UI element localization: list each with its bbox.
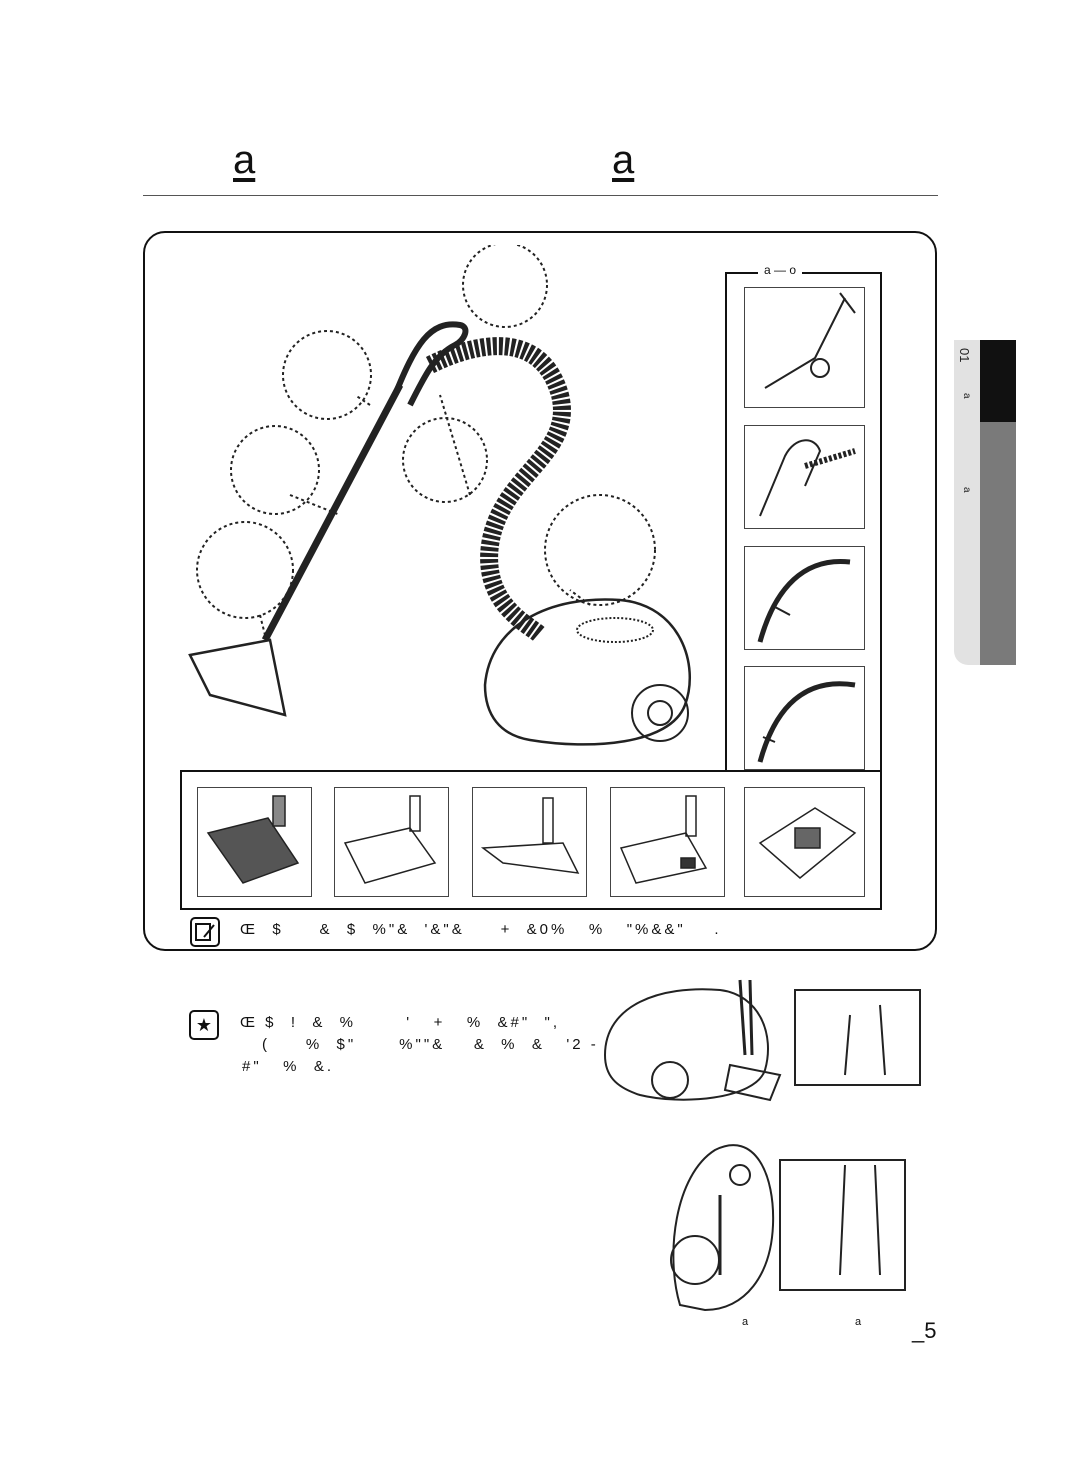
components-frame bbox=[143, 231, 937, 951]
pencil-note-icon bbox=[190, 917, 220, 947]
side-text-b: a bbox=[961, 487, 972, 493]
footer-glyph-left: a bbox=[742, 1316, 749, 1328]
vertical-storage-illustration bbox=[670, 1144, 906, 1312]
horizontal-storage-illustration bbox=[603, 979, 921, 1102]
combo-brush-illustration bbox=[619, 795, 708, 884]
page-number: _5 bbox=[912, 1318, 937, 1343]
accessory-tile-cloth-attachment bbox=[744, 787, 865, 897]
turbo-brush-illustration bbox=[206, 795, 300, 884]
star-icon: ★ bbox=[189, 1010, 219, 1040]
star-note-line-1: Œ $ ! & % ' + % &#" ", bbox=[240, 1014, 560, 1031]
star-note-line-3: #" % &. bbox=[242, 1058, 335, 1075]
accessory-tile-turbo-brush bbox=[197, 787, 312, 897]
side-text-a: a bbox=[961, 393, 972, 399]
side-tab-dark bbox=[980, 340, 1016, 422]
side-chapter-number: 01 bbox=[957, 348, 972, 363]
parquet-brush-illustration bbox=[480, 797, 580, 874]
optional-box-left-rule bbox=[725, 272, 727, 770]
optional-items-label: a — o bbox=[758, 263, 803, 277]
cloth-attachment-illustration bbox=[758, 807, 857, 879]
handle-grip-illustration bbox=[759, 439, 856, 517]
vacuum-assembly-illustration bbox=[188, 245, 691, 746]
floor-brush-illustration bbox=[343, 795, 437, 884]
curved-wand-illustration bbox=[757, 681, 856, 763]
option-tile-1 bbox=[744, 287, 865, 408]
title-rule bbox=[143, 195, 938, 196]
accessories-note-text: Œ $ & $ %"& '&"& + &0% % "%&&" . bbox=[240, 921, 722, 938]
optional-items-box bbox=[725, 272, 882, 770]
curved-hose-handle-illustration bbox=[757, 558, 851, 643]
option-tile-2 bbox=[744, 425, 865, 529]
side-tab-gray bbox=[980, 422, 1016, 665]
accessories-box bbox=[180, 770, 882, 910]
option-tile-3 bbox=[744, 546, 865, 650]
side-tab-light bbox=[954, 340, 980, 665]
accessory-tile-parquet-brush bbox=[472, 787, 587, 897]
title-glyph-left: a bbox=[233, 138, 256, 182]
star-note-line-2: ( % $" %""& & % & '2 - bbox=[262, 1036, 599, 1053]
accessory-tile-combo-brush bbox=[610, 787, 725, 897]
footer-glyph-right: a bbox=[855, 1316, 862, 1328]
accessory-tile-floor-brush bbox=[334, 787, 449, 897]
telescopic-handle-illustration bbox=[764, 292, 856, 389]
pencil-note-icon-glyph bbox=[195, 923, 215, 941]
title-glyph-right: a bbox=[612, 138, 635, 182]
option-tile-4 bbox=[744, 666, 865, 770]
